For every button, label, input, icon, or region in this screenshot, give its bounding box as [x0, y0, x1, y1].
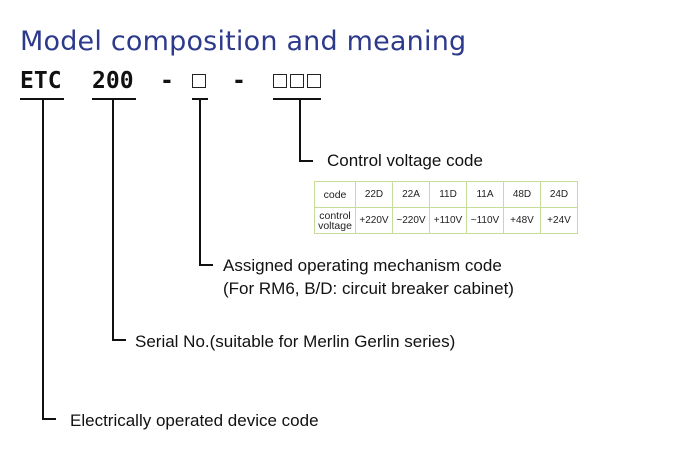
model-code-serial: 200: [92, 68, 134, 94]
voltage-cell: +220V: [355, 207, 393, 234]
mechanism-code-label: Assigned operating mechanism code: [223, 256, 502, 275]
control-voltage-code-label: Control voltage code: [327, 151, 483, 170]
voltage-header-line-1: control: [319, 209, 351, 222]
voltage-header-line-2: voltage: [318, 219, 352, 232]
voltage-cell: +110V: [429, 207, 467, 234]
code-cell: 24D: [540, 181, 578, 208]
code-cell: 22A: [392, 181, 430, 208]
table-row-code: code 22D 22A 11D 11A 48D 24D: [314, 181, 578, 208]
serial-no-label: Serial No.(suitable for Merlin Gerlin se…: [135, 332, 456, 351]
voltage-cell: +48V: [503, 207, 541, 234]
voltage-cell: ~220V: [392, 207, 430, 234]
voltage-cell: ~110V: [466, 207, 504, 234]
mechanism-code-note: (For RM6, B/D: circuit breaker cabinet): [223, 279, 514, 298]
model-code-dash-2: -: [232, 68, 246, 94]
voltage-code-box-2: [290, 74, 304, 88]
voltage-code-box-3: [307, 74, 321, 88]
code-cell: 11D: [429, 181, 467, 208]
page-title: Model composition and meaning: [20, 26, 467, 57]
code-cell: 11A: [466, 181, 504, 208]
code-cell: 22D: [355, 181, 393, 208]
voltage-header-cell: control voltage: [314, 207, 356, 234]
device-code-label: Electrically operated device code: [70, 411, 319, 430]
code-header-cell: code: [314, 181, 356, 208]
control-voltage-table: code 22D 22A 11D 11A 48D 24D control vol…: [314, 181, 578, 234]
voltage-cell: +24V: [540, 207, 578, 234]
voltage-code-box-1: [273, 74, 287, 88]
code-cell: 48D: [503, 181, 541, 208]
model-code-dash-1: -: [160, 68, 174, 94]
table-row-voltage: control voltage +220V ~220V +110V ~110V …: [314, 207, 578, 234]
mechanism-code-box: [192, 74, 206, 88]
model-code-prefix: ETC: [20, 68, 62, 94]
